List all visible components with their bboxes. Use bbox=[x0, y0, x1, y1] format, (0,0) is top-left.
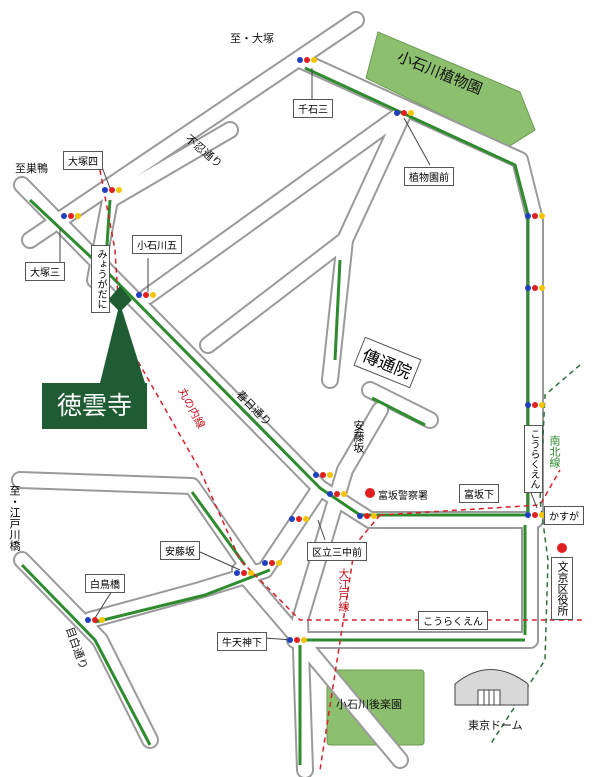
signal-shiratori bbox=[85, 617, 105, 623]
intersection-sengoku3: 千石三 bbox=[293, 99, 333, 118]
ward-office-label: 文京区役所 bbox=[551, 557, 573, 620]
traffic-signals bbox=[61, 57, 545, 643]
signal-tomizaka bbox=[525, 512, 545, 518]
signal-otsuka4 bbox=[102, 187, 122, 193]
andozaka-street-label: 安藤坂 bbox=[352, 420, 365, 453]
korakuen-garden-label: 小石川後楽園 bbox=[336, 698, 402, 711]
oedo-line-label: 大江戸線 bbox=[337, 568, 350, 612]
intersection-kuritsu3chu-mae: 区立三中前 bbox=[307, 542, 367, 561]
intersection-koishikawa5: 小石川五 bbox=[132, 235, 182, 254]
signal-sanchu bbox=[289, 516, 309, 522]
police-label: 富坂警察署 bbox=[378, 491, 428, 502]
signal-koishikawa5 bbox=[136, 292, 156, 298]
station-korakuen-vertical: こうらくえん bbox=[524, 425, 543, 493]
tokyo-dome-icon bbox=[454, 669, 529, 706]
signal-otsuka3 bbox=[61, 213, 81, 219]
temple-marker bbox=[108, 286, 132, 312]
intersection-shirotori-bashi: 白鳥橋 bbox=[85, 574, 125, 593]
signal-kasuga-west bbox=[357, 513, 377, 519]
tokyo-dome-label: 東京ドーム bbox=[468, 719, 523, 732]
intersection-otsuka3: 大塚三 bbox=[25, 262, 65, 281]
intersection-gyuten-jinshita: 牛天神下 bbox=[217, 632, 267, 651]
signal-andozaka2 bbox=[262, 560, 282, 566]
marunouchi-line bbox=[99, 169, 585, 621]
station-myogadani: みょうがだに bbox=[91, 245, 110, 313]
signal-east3 bbox=[525, 402, 545, 408]
namboku-line-label: 南北線 bbox=[548, 435, 561, 468]
signal-east2 bbox=[525, 285, 545, 291]
temple-pointer bbox=[100, 310, 145, 383]
direction-otsuka: 至・大塚 bbox=[230, 32, 274, 45]
ward-office-dot bbox=[557, 543, 567, 553]
intersection-andozaka: 安藤坂 bbox=[160, 541, 200, 560]
direction-edogawabashi: 至・江戸川橋 bbox=[8, 485, 21, 551]
namboku-line bbox=[489, 364, 581, 746]
signal-andozaka bbox=[234, 570, 254, 576]
intersection-tomizaka-shita: 富坂下 bbox=[459, 484, 499, 503]
intersection-shokubutsuen-mae: 植物園前 bbox=[404, 167, 454, 186]
signal-sengoku3 bbox=[297, 57, 317, 63]
signal-east1 bbox=[525, 213, 545, 219]
police-dot bbox=[365, 488, 375, 498]
station-kasuga: かすが bbox=[544, 506, 584, 525]
botanical-garden-area bbox=[365, 31, 536, 148]
station-korakuen-horizontal: こうらくえん bbox=[418, 611, 488, 630]
signal-police bbox=[313, 472, 333, 478]
temple-label: 徳雲寺 bbox=[42, 383, 147, 429]
signal-gyuten bbox=[287, 637, 307, 643]
direction-sugamo: 至巣鴨 bbox=[15, 162, 48, 175]
signal-police2 bbox=[327, 491, 347, 497]
intersection-otsuka4: 大塚四 bbox=[63, 151, 103, 170]
signal-shokubutsuen bbox=[394, 110, 414, 116]
